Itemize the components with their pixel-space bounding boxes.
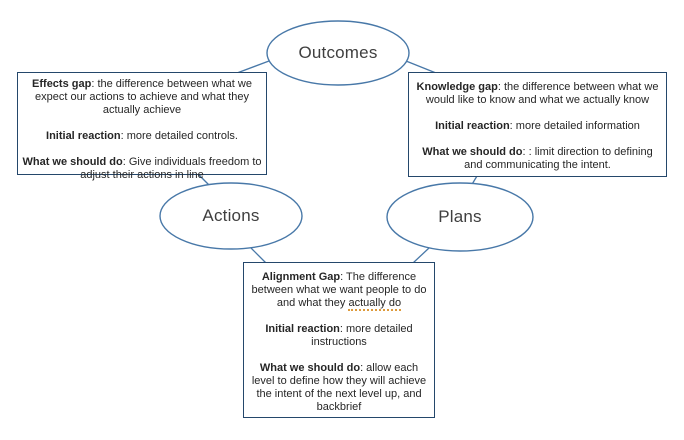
plans-node-label: Plans xyxy=(438,207,482,226)
actions-ellipse xyxy=(159,182,303,250)
knowledge-gap-label: Knowledge gap xyxy=(416,81,498,93)
effects-gap-label: Effects gap xyxy=(32,78,92,90)
connector-actions-alignment xyxy=(250,247,267,264)
outcomes-ellipse xyxy=(266,20,410,86)
knowledge-gap-box: Knowledge gap: the difference between wh… xyxy=(408,72,667,177)
effects-initial-reaction-text: : more detailed controls. xyxy=(120,130,238,142)
effects-gap-definition: Effects gap: the difference between what… xyxy=(22,78,262,117)
connector-plans-alignment xyxy=(412,247,430,264)
alignment-gap-box: Alignment Gap: The difference between wh… xyxy=(243,262,435,418)
connector-outcomes-knowledge xyxy=(405,60,437,74)
alignment-what-we-should-do: What we should do: allow each level to d… xyxy=(250,362,428,414)
alignment-gap-label: Alignment Gap xyxy=(261,271,341,283)
alignment-what-we-should-do-label: What we should do xyxy=(259,362,361,374)
plans-ellipse xyxy=(386,182,534,252)
alignment-gap-definition: Alignment Gap: The difference between wh… xyxy=(250,271,428,311)
knowledge-what-we-should-do-text: : : limit direction to defining and comm… xyxy=(464,146,653,171)
knowledge-gap-definition: Knowledge gap: the difference between wh… xyxy=(413,81,662,107)
effects-what-we-should-do-text: : Give individuals freedom to adjust the… xyxy=(80,156,262,181)
knowledge-initial-reaction: Initial reaction: more detailed informat… xyxy=(413,120,662,133)
knowledge-what-we-should-do: What we should do: : limit direction to … xyxy=(413,146,662,172)
alignment-initial-reaction: Initial reaction: more detailed instruct… xyxy=(250,323,428,349)
alignment-what-we-should-do-text: : allow each level to define how they wi… xyxy=(251,362,427,413)
knowledge-what-we-should-do-label: What we should do xyxy=(422,146,523,158)
alignment-initial-reaction-text: : more detailed instructions xyxy=(311,323,413,348)
connector-outcomes-effects xyxy=(236,60,270,74)
alignment-gap-text: : The difference between what we want pe… xyxy=(251,271,427,309)
effects-initial-reaction: Initial reaction: more detailed controls… xyxy=(22,130,262,143)
effects-what-we-should-do-label: What we should do xyxy=(22,156,123,168)
knowledge-initial-reaction-label: Initial reaction xyxy=(435,120,510,132)
effects-gap-text: : the difference between what we expect … xyxy=(34,78,252,116)
knowledge-gap-text: : the difference between what we would l… xyxy=(425,81,659,106)
alignment-gap-spellcheck-text: actually do xyxy=(348,297,402,311)
effects-initial-reaction-label: Initial reaction xyxy=(46,130,121,142)
effects-what-we-should-do: What we should do: Give individuals free… xyxy=(22,156,262,182)
effects-gap-box: Effects gap: the difference between what… xyxy=(17,72,267,181)
outcomes-node-label: Outcomes xyxy=(298,43,378,62)
actions-node-label: Actions xyxy=(202,206,260,225)
alignment-initial-reaction-label: Initial reaction xyxy=(265,323,340,335)
knowledge-initial-reaction-text: : more detailed information xyxy=(509,120,640,132)
